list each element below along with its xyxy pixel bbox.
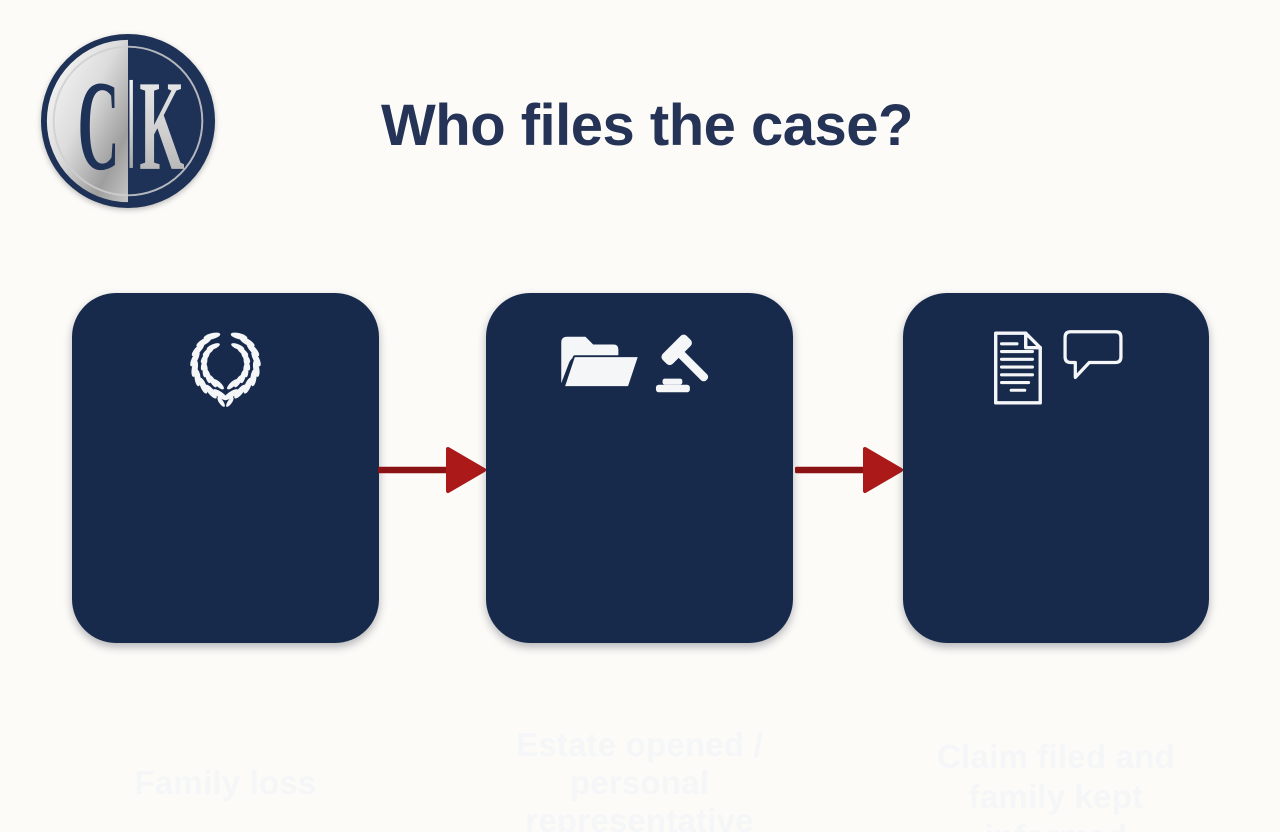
- flow-step-family-loss: Family loss: [72, 293, 379, 801]
- logo-letter-c: C: [78, 54, 120, 197]
- ck-logo: C K: [40, 33, 216, 209]
- open-folder-icon: [560, 336, 640, 389]
- logo-letter-k: K: [139, 54, 184, 197]
- step1-label: Family loss: [134, 764, 317, 801]
- flow-arrow-1: [378, 447, 486, 493]
- step3-icon-row: [903, 329, 1209, 407]
- step2-label: Estate opened / personal representative …: [516, 726, 763, 832]
- flow-step-estate-opened: Estate opened / personal representative …: [486, 293, 793, 832]
- gavel-icon: [655, 334, 708, 393]
- speech-bubble-icon: [1063, 330, 1123, 380]
- logo-divider: [129, 79, 133, 168]
- step2-icon-row: [486, 331, 793, 397]
- laurel-wreath-icon: [190, 332, 261, 407]
- logo-silver-half: [46, 39, 128, 203]
- step3-label: Claim filed and family kept informed: [937, 738, 1175, 832]
- logo-inner-ring: [52, 45, 204, 197]
- step1-icon-row: [72, 325, 379, 411]
- flow-arrow-2: [795, 447, 903, 493]
- document-icon: [994, 331, 1042, 405]
- flow-step-claim-filed: Claim filed and family kept informed: [903, 293, 1209, 832]
- page-title: Who files the case?: [381, 93, 913, 158]
